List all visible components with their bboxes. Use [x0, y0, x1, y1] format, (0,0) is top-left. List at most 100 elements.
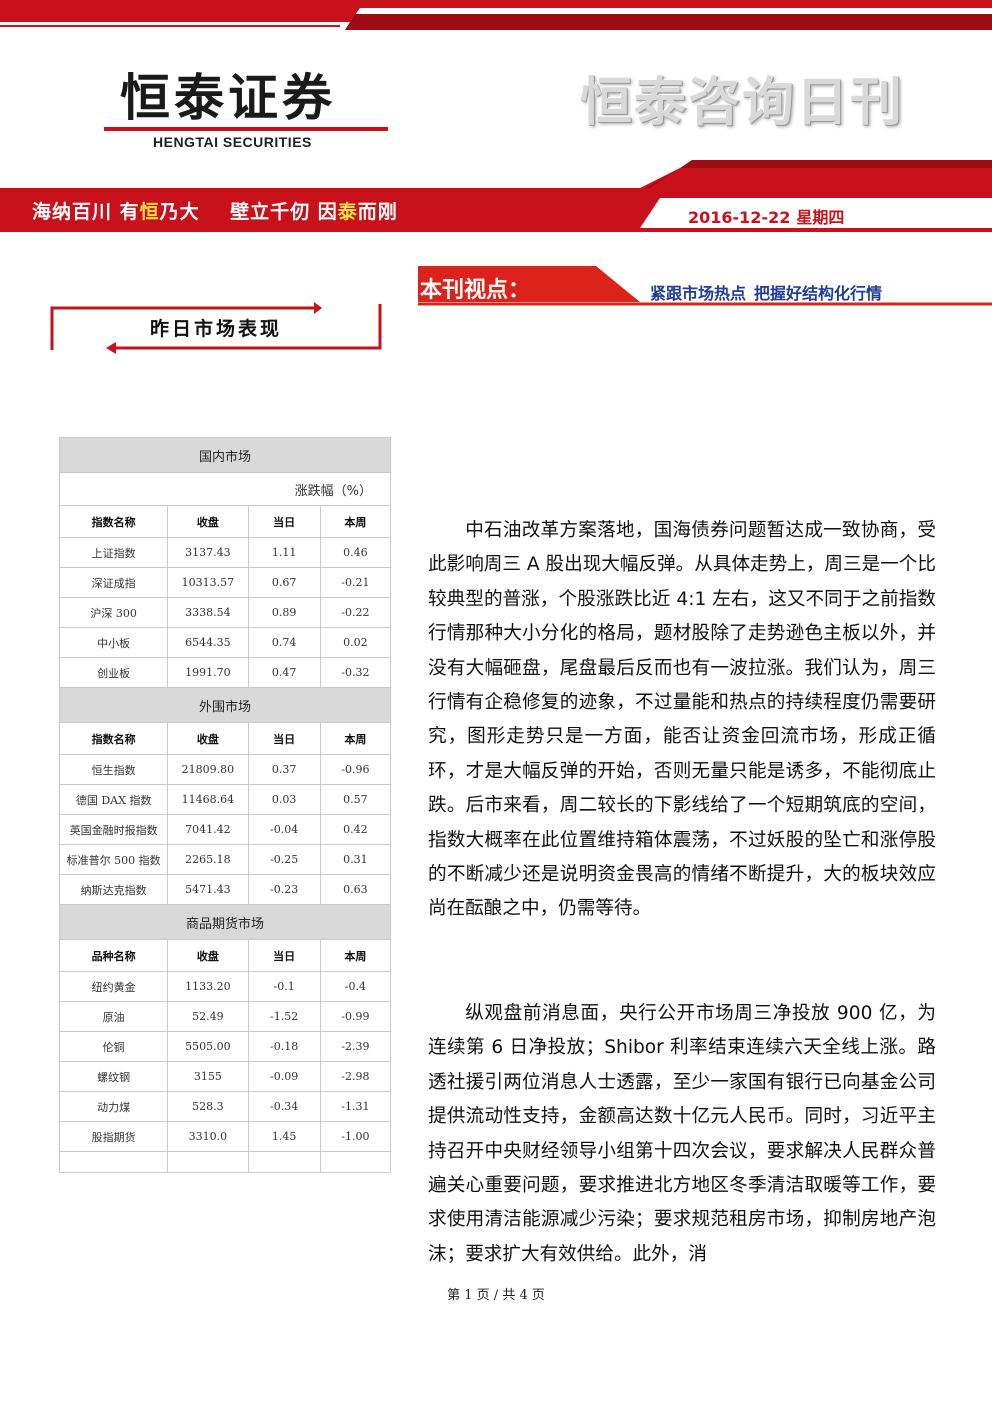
row-value: -0.96	[319, 754, 392, 785]
row-value: -0.18	[247, 1031, 321, 1062]
table-column-header-row: 指数名称收盘当日本周	[58, 722, 392, 755]
table-column-header-row: 品种名称收盘当日本周	[58, 939, 392, 972]
row-value: -0.09	[247, 1061, 321, 1092]
row-value: 0.31	[319, 844, 392, 875]
page-footer: 第 1 页 / 共 4 页	[447, 1288, 545, 1303]
body-paragraph-1: 中石油改革方案落地，国海债券问题暂达成一致协商，受此影响周三 A 股出现大幅反弹…	[428, 520, 936, 920]
row-name: 标准普尔 500 指数	[58, 844, 169, 875]
row-name: 动力煤	[58, 1091, 169, 1122]
row-name: 伦铜	[58, 1031, 169, 1062]
red-banner	[0, 160, 992, 232]
column-header: 指数名称	[58, 505, 169, 538]
row-value: 0.02	[319, 627, 392, 658]
section-title: 外围市场	[59, 687, 391, 723]
market-section-title: 昨日市场表现	[150, 318, 283, 340]
slogan-part-1: 海纳百川 有	[32, 201, 140, 223]
row-name: 沪深 300	[58, 597, 169, 628]
row-value: 528.3	[167, 1091, 249, 1122]
row-value: 1.11	[247, 537, 321, 568]
row-value: 0.03	[247, 784, 321, 815]
column-header: 收盘	[167, 939, 249, 972]
top-red-stripe	[0, 0, 992, 30]
row-value: -0.04	[247, 814, 321, 845]
row-value: 3155	[167, 1061, 249, 1092]
section-title: 国内市场	[59, 437, 391, 473]
slogan-part-2: 恒	[139, 201, 160, 223]
market-section-frame	[50, 302, 382, 354]
row-value: 6544.35	[167, 627, 249, 658]
slogan-part-3: 乃大 壁立千仞 因	[159, 201, 338, 223]
row-value: 2265.18	[167, 844, 249, 875]
column-header: 品种名称	[58, 939, 169, 972]
unit-label: 涨跌幅（%）	[59, 472, 391, 506]
column-header: 当日	[247, 505, 321, 538]
slogan-part-4: 泰	[337, 201, 358, 223]
row-value: -0.21	[319, 567, 392, 598]
logo-underline	[104, 127, 388, 131]
row-value: 0.74	[247, 627, 321, 658]
row-value: -0.1	[247, 971, 321, 1002]
table-empty-row	[58, 1151, 392, 1173]
row-name: 创业板	[58, 657, 169, 688]
column-header: 收盘	[167, 505, 249, 538]
body-paragraph-2: 纵观盘前消息面，央行公开市场周三净投放 900 亿，为连续第 6 日净投放；Sh…	[428, 1003, 936, 1265]
row-value: -2.98	[319, 1061, 392, 1092]
row-value: 0.46	[319, 537, 392, 568]
viewpoint-subtitle: 紧跟市场热点把握好结构化行情	[650, 280, 890, 304]
row-value: -1.52	[247, 1001, 321, 1032]
row-value: -0.4	[319, 971, 392, 1002]
row-value: 3310.0	[167, 1121, 249, 1152]
viewpoint-bar	[418, 266, 992, 306]
row-name: 英国金融时报指数	[58, 814, 169, 845]
column-header: 本周	[319, 505, 392, 538]
row-value: 52.49	[167, 1001, 249, 1032]
row-value: 0.67	[247, 567, 321, 598]
empty-cell	[247, 1151, 321, 1173]
row-name: 纽约黄金	[58, 971, 169, 1002]
column-header: 收盘	[167, 722, 249, 755]
table-section-header: 外围市场	[59, 687, 391, 723]
column-header: 当日	[247, 722, 321, 755]
issue-weekday: 星期四	[796, 208, 845, 227]
row-name: 德国 DAX 指数	[58, 784, 169, 815]
table-section-header: 国内市场	[59, 437, 391, 473]
table-unit-row: 涨跌幅（%）	[59, 472, 391, 506]
viewpoint-sub-2: 把握好结构化行情	[754, 284, 883, 303]
row-value: 0.47	[247, 657, 321, 688]
row-value: 7041.42	[167, 814, 249, 845]
section-title: 商品期货市场	[59, 904, 391, 940]
row-value: 0.63	[319, 874, 392, 905]
row-value: 1133.20	[167, 971, 249, 1002]
row-name: 螺纹钢	[58, 1061, 169, 1092]
row-name: 恒生指数	[58, 754, 169, 785]
empty-cell	[319, 1151, 392, 1173]
viewpoint-sub-1: 紧跟市场热点	[650, 284, 747, 303]
company-logo-cn: 恒泰证券	[120, 69, 336, 127]
row-value: 1.45	[247, 1121, 321, 1152]
company-logo-en: HENGTAI SECURITIES	[153, 134, 312, 150]
row-value: 5505.00	[167, 1031, 249, 1062]
row-value: 11468.64	[167, 784, 249, 815]
row-value: 0.57	[319, 784, 392, 815]
row-name: 纳斯达克指数	[58, 874, 169, 905]
row-value: 0.37	[247, 754, 321, 785]
column-header: 指数名称	[58, 722, 169, 755]
row-value: 1991.70	[167, 657, 249, 688]
slogan-part-5: 而刚	[357, 201, 398, 223]
table-section-header: 商品期货市场	[59, 904, 391, 940]
